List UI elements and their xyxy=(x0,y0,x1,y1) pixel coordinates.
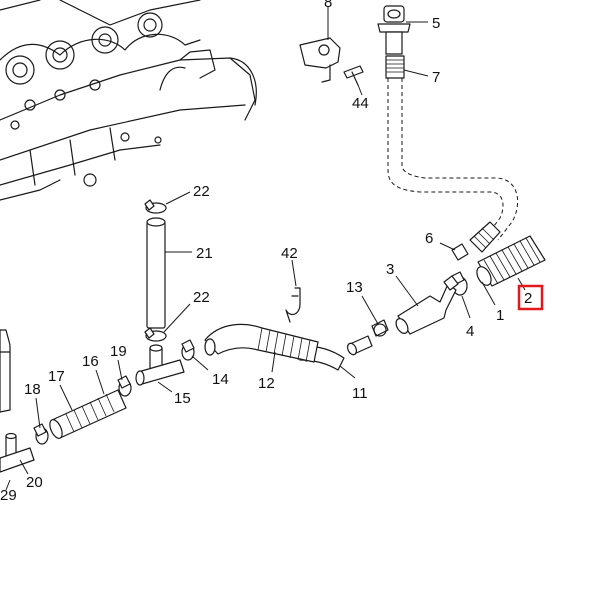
callout-4: 4 xyxy=(466,323,474,340)
part-8-bracket xyxy=(299,7,341,83)
callout-13: 13 xyxy=(346,279,363,296)
callout-42: 42 xyxy=(281,245,298,262)
callout-6: 6 xyxy=(425,230,433,247)
callout-11: 11 xyxy=(352,385,368,402)
callout-12: 12 xyxy=(258,375,275,392)
callout-5: 5 xyxy=(432,15,440,32)
part-5-fitting xyxy=(377,5,428,55)
callout-16: 16 xyxy=(82,353,99,370)
callout-17: 17 xyxy=(48,368,65,385)
part-1-sleeve xyxy=(481,281,496,306)
part-22-clamp-bottom xyxy=(144,303,191,342)
part-18-clamp xyxy=(33,397,49,445)
callout-20: 20 xyxy=(26,474,43,491)
callout-22-top: 22 xyxy=(193,183,210,200)
part-16-label-lead xyxy=(95,369,105,395)
callout-22-bottom: 22 xyxy=(193,289,210,306)
callout-15: 15 xyxy=(174,390,191,407)
part-2-bellows xyxy=(476,235,546,291)
part-21-pipe xyxy=(146,217,192,329)
part-13-clamp xyxy=(361,295,389,337)
left-outlet-pipe xyxy=(0,329,11,491)
engine-block xyxy=(0,0,257,201)
callout-2: 2 xyxy=(524,290,532,307)
callout-3: 3 xyxy=(386,261,394,278)
callout-7: 7 xyxy=(432,69,440,86)
part-7-hose xyxy=(385,55,519,241)
callout-14: 14 xyxy=(212,371,229,388)
part-6-clip xyxy=(439,221,501,261)
part-42-hook xyxy=(285,259,301,323)
part-22-clamp-top xyxy=(144,191,191,214)
part-44-screw xyxy=(343,65,364,96)
part-17-bellows xyxy=(49,384,127,439)
callout-44: 44 xyxy=(352,95,369,112)
part-3-joint xyxy=(395,275,459,335)
callout-1: 1 xyxy=(496,307,504,324)
callout-21: 21 xyxy=(196,245,213,262)
part-20-elbow xyxy=(0,432,35,475)
callout-29: 29 xyxy=(0,487,17,504)
callout-19: 19 xyxy=(110,343,127,360)
callout-18: 18 xyxy=(24,381,41,398)
part-19-clamp xyxy=(117,359,132,397)
callout-8: 8 xyxy=(324,0,332,11)
part-15-tee xyxy=(135,344,185,393)
part-14-clamp xyxy=(181,339,209,371)
part-2-highlight-box xyxy=(517,284,544,311)
part-12-bellows xyxy=(204,323,319,373)
